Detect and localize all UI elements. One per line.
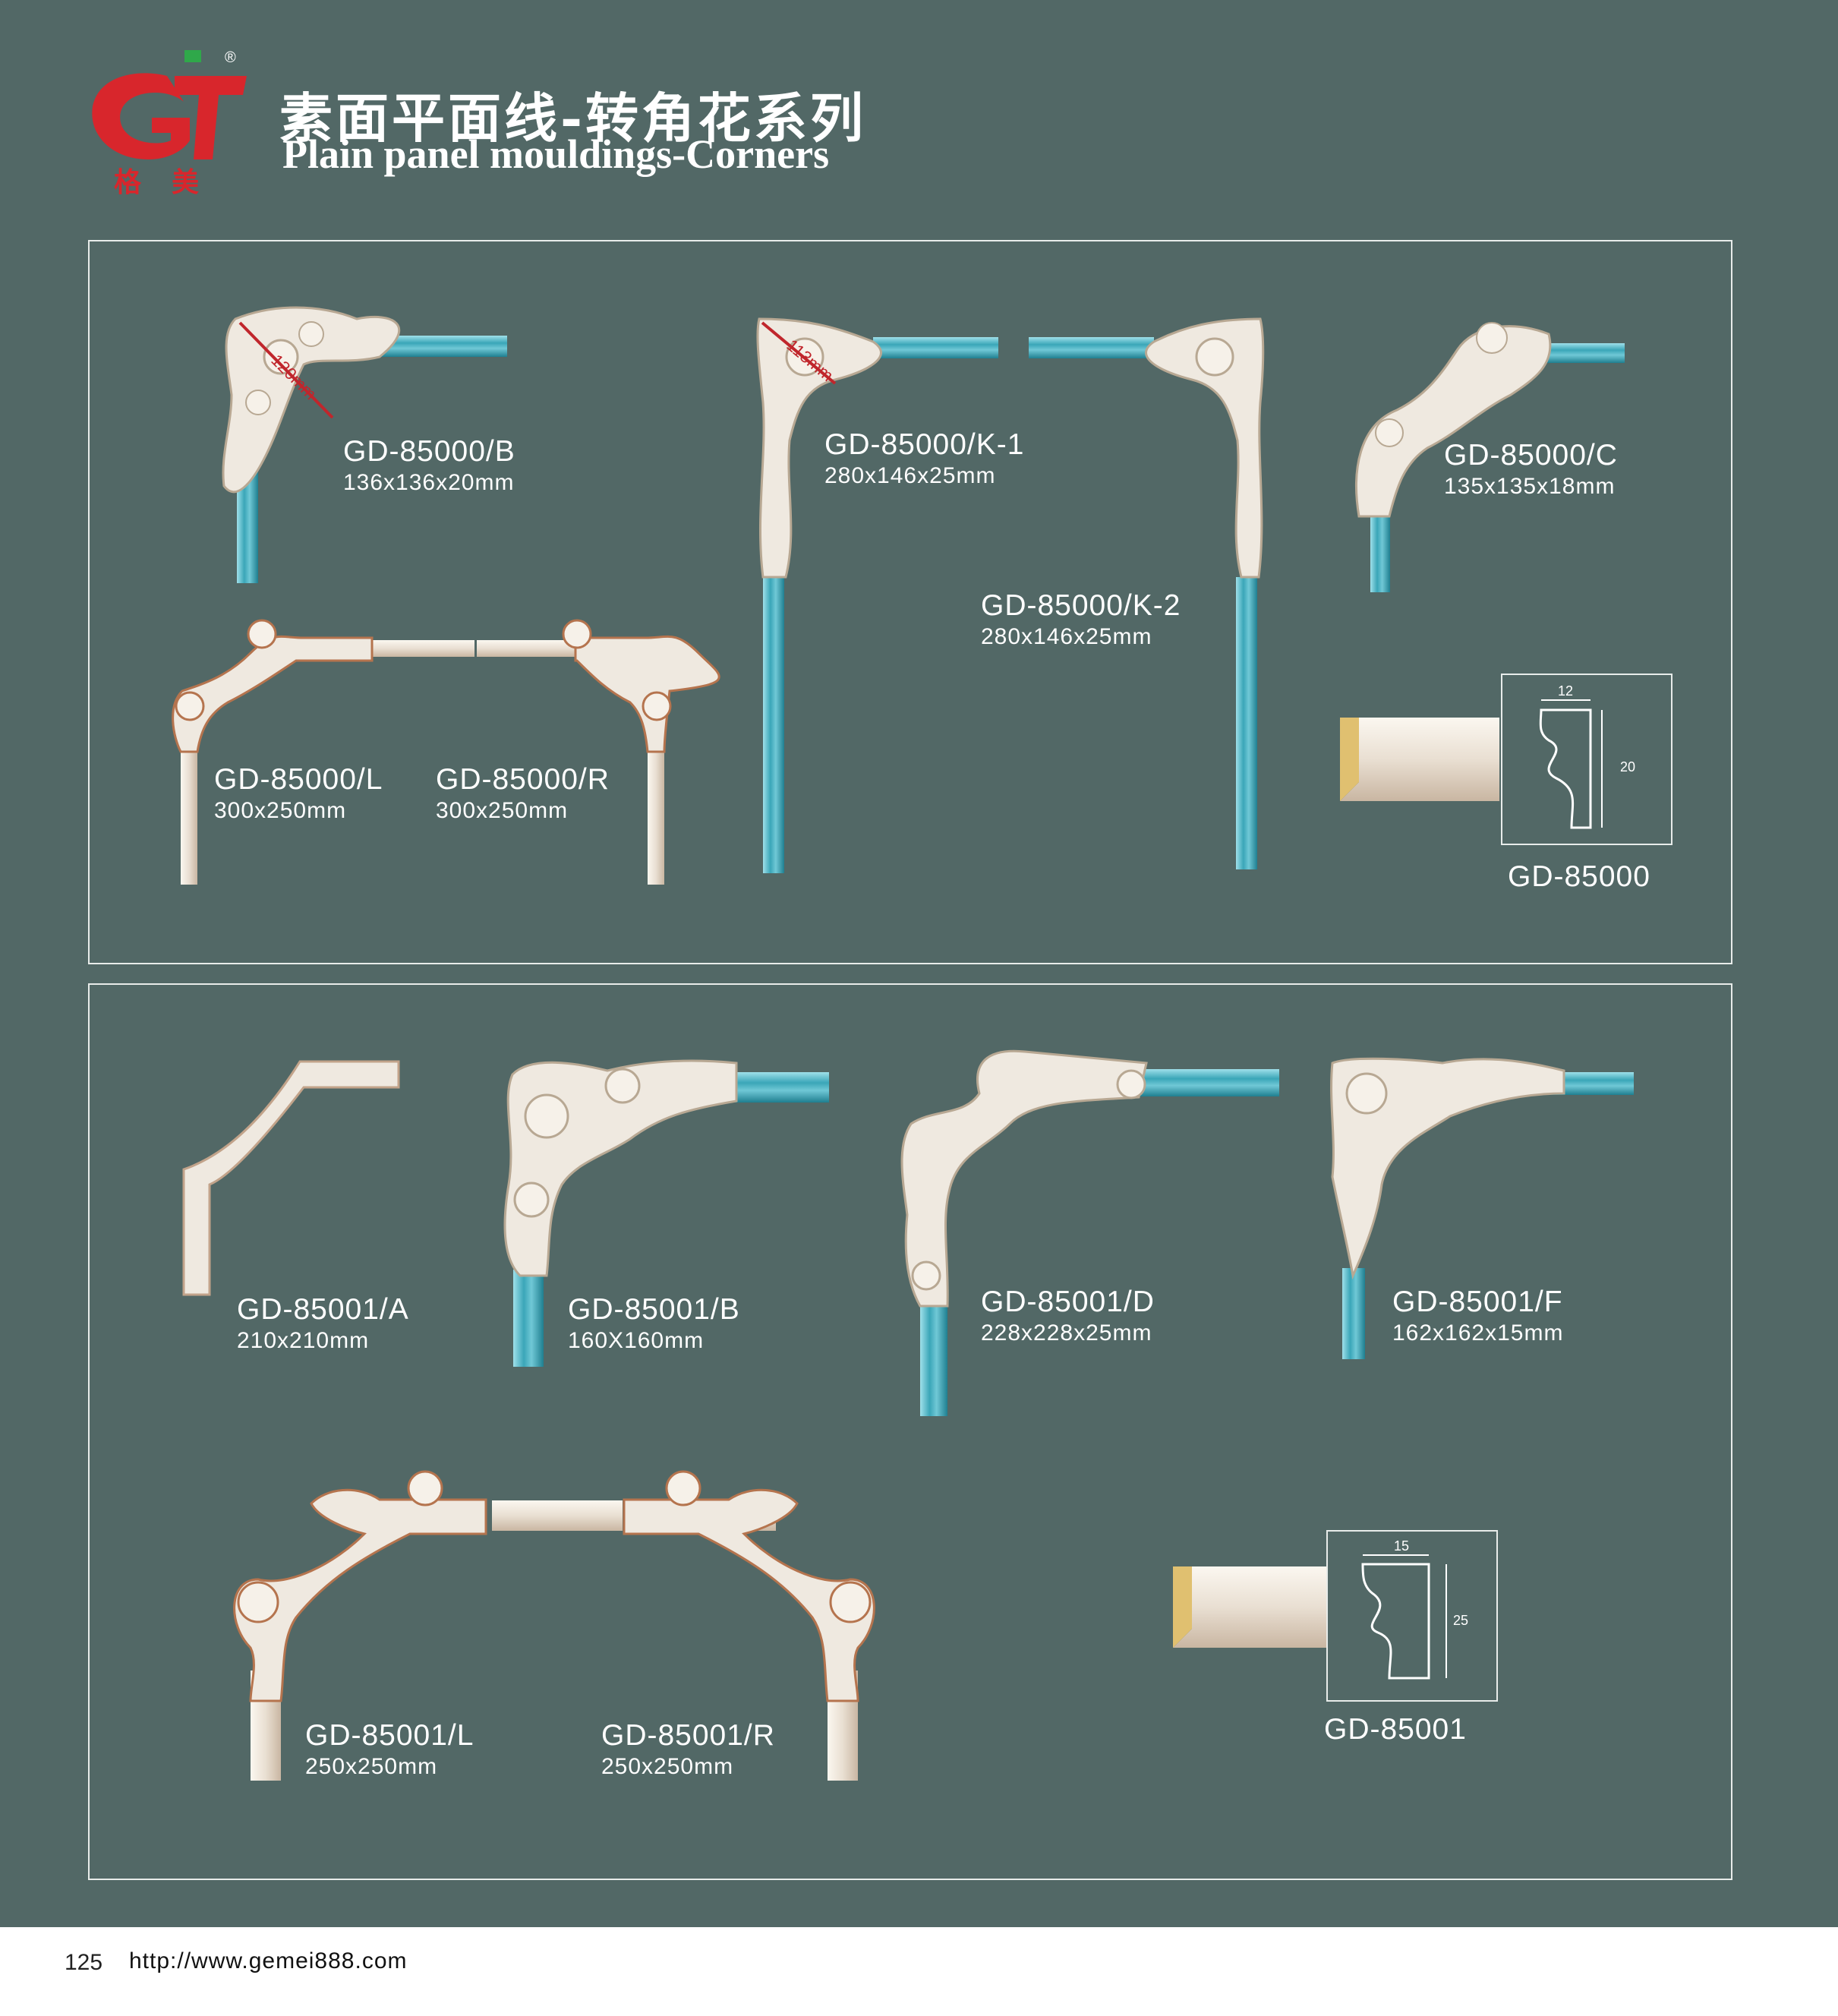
ornament-gd-85001-lr (233, 1470, 875, 1781)
brand-logo: ® 格美 (92, 49, 247, 197)
website-link[interactable]: http://www.gemei888.com (129, 1948, 408, 1973)
profile-gd-85000: 12 20 (1340, 674, 1672, 845)
label-gd-85001-d: GD-85001/D 228x228x25mm (981, 1286, 1155, 1346)
label-gd-85001-f: GD-85001/F 162x162x15mm (1392, 1286, 1564, 1346)
ornament-gd-85001-f (1330, 1057, 1634, 1359)
svg-text:25: 25 (1453, 1613, 1468, 1628)
ornament-gd-85001-a (182, 1060, 400, 1296)
label-gd-85000-k2: GD-85000/K-2 280x146x25mm (981, 589, 1181, 649)
page-title-chinese: 素面平面线-转角花系列 (279, 87, 867, 150)
profile-gd-85001: 15 25 (1173, 1530, 1498, 1702)
svg-text:®: ® (225, 49, 236, 66)
label-gd-85000-r: GD-85000/R 300x250mm (436, 763, 610, 823)
page-footer: 125 http://www.gemei888.com (0, 1927, 1838, 2016)
label-gd-85001-l: GD-85001/L 250x250mm (305, 1719, 474, 1779)
label-gd-85001-r: GD-85001/R 250x250mm (601, 1719, 775, 1779)
ornament-gd-85001-d (900, 1049, 1279, 1416)
label-gd-85000-c: GD-85000/C 135x135x18mm (1444, 439, 1618, 499)
label-gd-85000-l: GD-85000/L 300x250mm (214, 763, 383, 823)
ornament-gd-85000-lr (172, 619, 720, 885)
ornament-gd-85000-c (1355, 322, 1625, 592)
label-gd-85001-b: GD-85001/B 160X160mm (568, 1293, 740, 1353)
page-number: 125 (65, 1950, 103, 1975)
svg-text:20: 20 (1620, 759, 1635, 775)
page-title-english: Plain panel mouldings-Corners (282, 131, 830, 177)
svg-text:格美: 格美 (114, 166, 229, 197)
panel-85000-series (88, 240, 1732, 964)
label-gd-85001-a: GD-85001/A 210x210mm (237, 1293, 409, 1353)
label-profile-gd-85000: GD-85000 (1508, 860, 1650, 893)
svg-text:15: 15 (1394, 1538, 1409, 1554)
ornament-gd-85001-b (503, 1059, 829, 1367)
panel-85001-series (88, 983, 1732, 1880)
label-profile-gd-85001: GD-85001 (1324, 1713, 1467, 1746)
label-gd-85000-b: GD-85000/B 136x136x20mm (343, 435, 515, 495)
label-gd-85000-k1: GD-85000/K-1 280x146x25mm (824, 428, 1025, 488)
ornament-gd-85000-k: 113mm (756, 317, 1265, 873)
svg-text:12: 12 (1558, 683, 1573, 699)
